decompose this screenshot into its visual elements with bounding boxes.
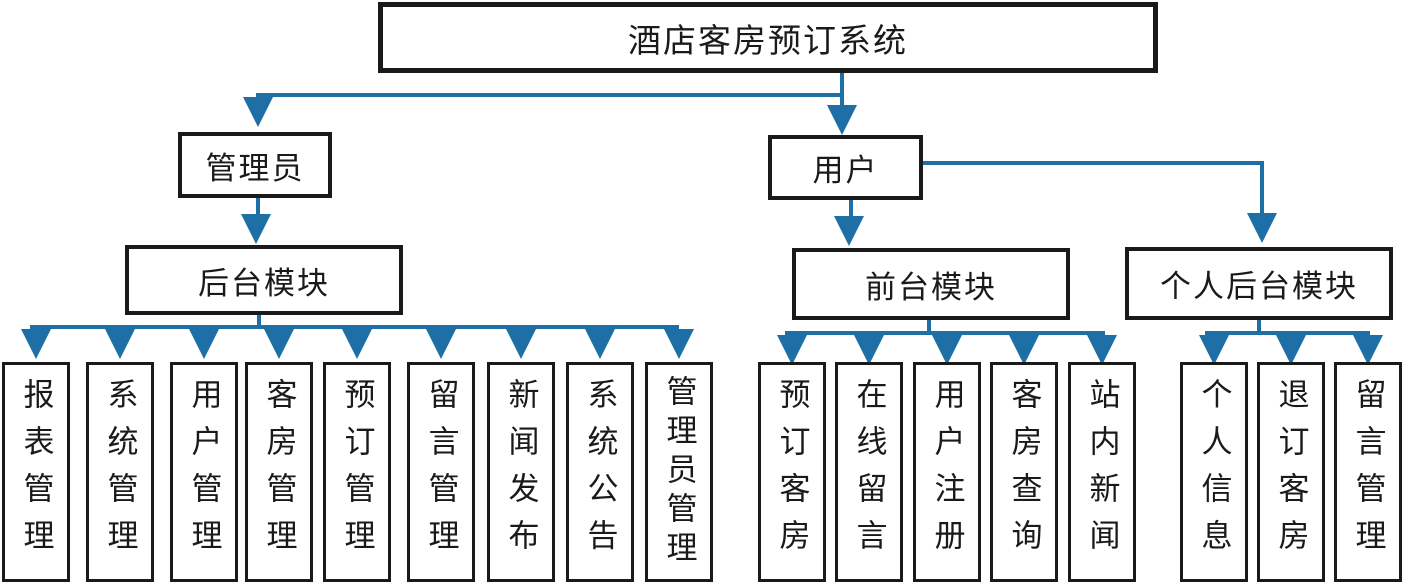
leaf-label: 预订管理 — [339, 378, 375, 566]
frontend-leaf-user-register: 用户注册 — [913, 362, 981, 582]
backend-leaf-admin-mgmt: 管理员管理 — [645, 362, 713, 582]
leaf-label: 报表管理 — [18, 378, 54, 566]
user-node-label: 用户 — [812, 153, 879, 188]
connector-personal-stub — [1257, 320, 1261, 335]
arrow-down-icon — [105, 329, 135, 359]
arrow-down-icon — [342, 329, 372, 359]
leaf-label: 预订客房 — [774, 378, 810, 566]
connector-frontend-stub — [927, 320, 931, 335]
connector-frontend-rail — [785, 331, 1105, 335]
backend-leaf-message-mgmt: 留言管理 — [407, 362, 475, 582]
arrow-down-icon — [827, 105, 857, 135]
connector-user-personal-v — [1260, 161, 1264, 215]
arrow-down-icon — [1087, 335, 1117, 365]
backend-module-node: 后台模块 — [125, 245, 403, 315]
arrow-down-icon — [1199, 335, 1229, 365]
frontend-leaf-online-message: 在线留言 — [835, 362, 903, 582]
backend-leaf-booking-mgmt: 预订管理 — [323, 362, 391, 582]
connector-root-drop — [840, 73, 844, 97]
arrow-down-icon — [506, 329, 536, 359]
connector-backend-rail — [30, 325, 679, 329]
connector-root-branch — [256, 93, 844, 97]
connector-admin-backend — [256, 198, 260, 216]
leaf-label: 站内新闻 — [1084, 378, 1120, 566]
backend-leaf-news-publish: 新闻发布 — [487, 362, 555, 582]
admin-node: 管理员 — [178, 132, 332, 198]
backend-leaf-user-mgmt: 用户管理 — [170, 362, 238, 582]
admin-node-label: 管理员 — [205, 150, 305, 186]
arrow-down-icon — [777, 335, 807, 365]
leaf-label: 系统管理 — [102, 378, 138, 566]
leaf-label: 管理员管理 — [661, 374, 697, 570]
arrow-down-icon — [585, 329, 615, 359]
arrow-down-icon — [932, 335, 962, 365]
personal-leaf-profile: 个人信息 — [1180, 362, 1248, 582]
personal-module-node: 个人后台模块 — [1125, 247, 1393, 320]
connector-user-personal-h — [923, 161, 1264, 165]
frontend-leaf-site-news: 站内新闻 — [1068, 362, 1136, 582]
arrow-down-icon — [21, 329, 51, 359]
connector-backend-stub — [257, 315, 261, 329]
personal-leaf-message-mgmt: 留言管理 — [1334, 362, 1402, 582]
root-node-label: 酒店客房预订系统 — [628, 23, 908, 60]
arrow-down-icon — [854, 335, 884, 365]
frontend-leaf-book-room: 预订客房 — [758, 362, 826, 582]
arrow-down-icon — [1353, 335, 1383, 365]
leaf-label: 系统公告 — [582, 378, 618, 566]
frontend-leaf-room-search: 客房查询 — [990, 362, 1058, 582]
arrow-down-icon — [264, 329, 294, 359]
leaf-label: 在线留言 — [851, 378, 887, 566]
leaf-label: 客房查询 — [1006, 378, 1042, 566]
leaf-label: 用户注册 — [929, 378, 965, 566]
backend-leaf-room-mgmt: 客房管理 — [245, 362, 313, 582]
arrow-down-icon — [664, 329, 694, 359]
leaf-label: 留言管理 — [423, 378, 459, 566]
leaf-label: 客房管理 — [261, 378, 297, 566]
backend-module-label: 后台模块 — [198, 265, 330, 301]
arrow-down-icon — [1009, 335, 1039, 365]
personal-module-label: 个人后台模块 — [1160, 269, 1358, 304]
arrow-down-icon — [834, 216, 864, 246]
user-node: 用户 — [768, 135, 923, 200]
frontend-module-node: 前台模块 — [792, 248, 1070, 320]
leaf-label: 用户管理 — [186, 378, 222, 566]
connector-user-frontend — [849, 200, 853, 218]
personal-leaf-cancel-booking: 退订客房 — [1257, 362, 1325, 582]
leaf-label: 留言管理 — [1350, 378, 1386, 566]
leaf-label: 退订客房 — [1273, 378, 1309, 566]
root-node: 酒店客房预订系统 — [378, 2, 1158, 73]
backend-leaf-system-notice: 系统公告 — [566, 362, 634, 582]
arrow-down-icon — [1247, 213, 1277, 243]
arrow-down-icon — [241, 214, 271, 244]
connector-personal-rail — [1205, 331, 1370, 335]
leaf-label: 新闻发布 — [503, 378, 539, 566]
connector-user-drop — [840, 97, 844, 107]
backend-leaf-report-mgmt: 报表管理 — [2, 362, 70, 582]
frontend-module-label: 前台模块 — [865, 269, 997, 305]
arrow-down-icon — [189, 329, 219, 359]
arrow-down-icon — [426, 329, 456, 359]
arrow-down-icon — [243, 97, 273, 127]
backend-leaf-system-mgmt: 系统管理 — [86, 362, 154, 582]
leaf-label: 个人信息 — [1196, 378, 1232, 566]
arrow-down-icon — [1276, 335, 1306, 365]
